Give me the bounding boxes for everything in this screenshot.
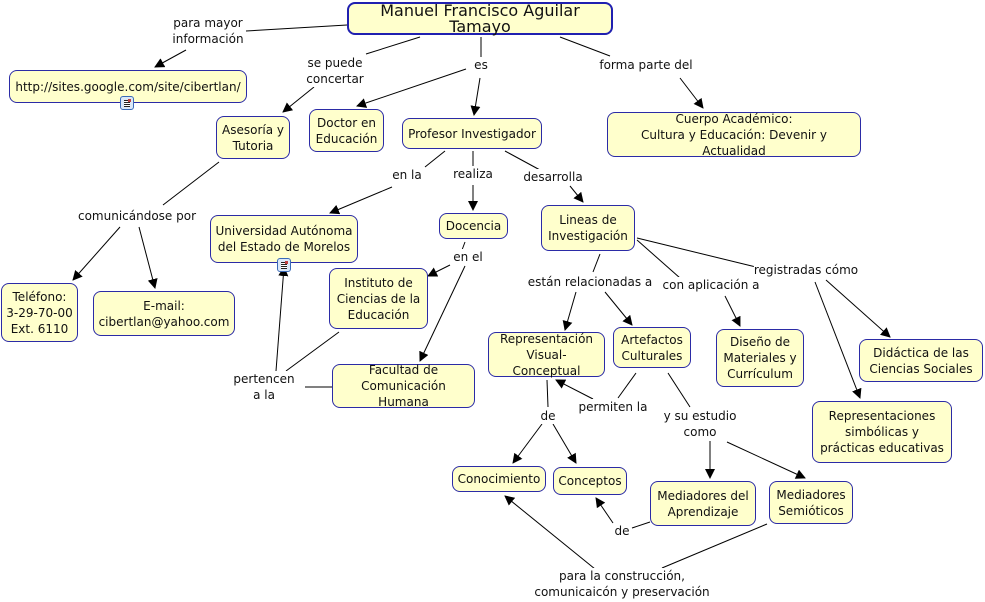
link-comunicandose-por: comunicándose por [77, 208, 197, 224]
connector-arrow [552, 423, 577, 464]
connector-line [636, 239, 681, 279]
connector-arrow [512, 423, 543, 464]
connector-arrow [562, 291, 577, 331]
node-representacion-visual[interactable]: Representación Visual-Conceptual [488, 332, 605, 378]
node-didactica[interactable]: Didáctica de las Ciencias Sociales [859, 339, 983, 382]
connector-line [592, 253, 601, 273]
connector-arrow [282, 86, 315, 113]
link-permiten-la: permiten la [578, 399, 648, 415]
connector-line [162, 161, 220, 206]
link-para-mayor-informacion: para mayor información [172, 15, 244, 47]
node-conocimiento[interactable]: Conocimiento [452, 466, 546, 492]
connector-arrow [504, 495, 596, 570]
connector-line [559, 36, 611, 57]
connector-arrow [569, 185, 584, 203]
link-con-aplicacion: con aplicación a [662, 277, 760, 293]
connector-arrow [726, 441, 806, 479]
connector-arrow [814, 281, 862, 399]
node-lineas[interactable]: Lineas de Investigación [541, 205, 635, 251]
document-icon[interactable] [277, 258, 291, 272]
node-docencia[interactable]: Docencia [439, 213, 508, 239]
link-es: es [474, 57, 488, 73]
connector-arrow [138, 226, 158, 289]
link-en-la: en la [392, 167, 422, 183]
node-email[interactable]: E-mail: cibertlan@yahoo.com [93, 291, 235, 336]
node-uaem[interactable]: Universidad Autónoma del Estado de Morel… [210, 215, 358, 263]
connector-arrow [356, 68, 467, 108]
node-profesor[interactable]: Profesor Investigador [402, 118, 542, 149]
node-mediadores-aprendizaje[interactable]: Mediadores del Aprendizaje [650, 481, 756, 526]
node-asesoria[interactable]: Asesoría y Tutoria [216, 116, 290, 159]
connector-arrow [329, 186, 393, 215]
connector-line [631, 521, 651, 529]
link-de: de [614, 523, 630, 539]
link-desarrolla: desarrolla [523, 169, 583, 185]
link-forma-parte-del: forma parte del [599, 57, 693, 73]
connector-line [365, 36, 421, 55]
connector-line [461, 241, 466, 251]
link-en-el: en el [453, 249, 483, 265]
connector-arrow [825, 279, 891, 338]
connector-arrow [555, 379, 594, 400]
connector-line [424, 150, 446, 168]
connector-line [285, 331, 340, 372]
connector-arrow [275, 266, 289, 372]
link-y-su-estudio-como: y su estudio como [663, 408, 737, 440]
connector-arrow [154, 49, 187, 68]
connector-line [667, 372, 691, 408]
node-cuerpo-academico[interactable]: Cuerpo Académico: Cultura y Educación: D… [607, 112, 861, 158]
node-artefactos[interactable]: Artefactos Culturales [613, 327, 691, 368]
link-se-puede-concertar: se puede concertar [306, 55, 364, 87]
node-doctor[interactable]: Doctor en Educación [309, 109, 384, 152]
link-estan-relacionadas: están relacionadas a [527, 274, 653, 290]
connector-arrow [419, 265, 466, 362]
link-realiza: realiza [453, 166, 493, 182]
connector-arrow [72, 226, 121, 281]
connector-line [546, 379, 549, 408]
connector-arrow [427, 264, 451, 277]
connector-line [661, 523, 768, 569]
node-instituto[interactable]: Instituto de Ciencias de la Educación [329, 268, 428, 329]
node-mediadores-semioticos[interactable]: Mediadores Semióticos [769, 481, 853, 524]
node-facultad[interactable]: Facultad de Comunicación Humana [332, 363, 475, 409]
connector-line [636, 237, 761, 269]
connector-line [617, 372, 637, 399]
link-pertencen-a-la: pertencen a la [233, 371, 295, 403]
connector-arrow [604, 291, 633, 326]
connector-arrow [470, 77, 481, 116]
connector-arrow [595, 497, 614, 524]
link-de: de [540, 408, 556, 424]
connector-arrow [679, 77, 704, 109]
link-registradas-como: registradas cómo [753, 262, 859, 278]
node-diseno[interactable]: Diseño de Materiales y Currículum [716, 329, 804, 387]
node-main-person[interactable]: Manuel Francisco Aguilar Tamayo [347, 2, 613, 35]
connector-line [245, 24, 348, 32]
connector-arrow [724, 295, 741, 327]
link-para-la-construccion: para la construcción, comunicaicón y pre… [534, 568, 710, 600]
node-representaciones[interactable]: Representaciones simbólicas y prácticas … [812, 401, 952, 463]
node-telefono[interactable]: Teléfono: 3-29-70-00 Ext. 6110 [1, 283, 78, 342]
node-conceptos[interactable]: Conceptos [553, 467, 627, 495]
connector-line [504, 150, 541, 171]
document-icon[interactable] [120, 96, 134, 110]
